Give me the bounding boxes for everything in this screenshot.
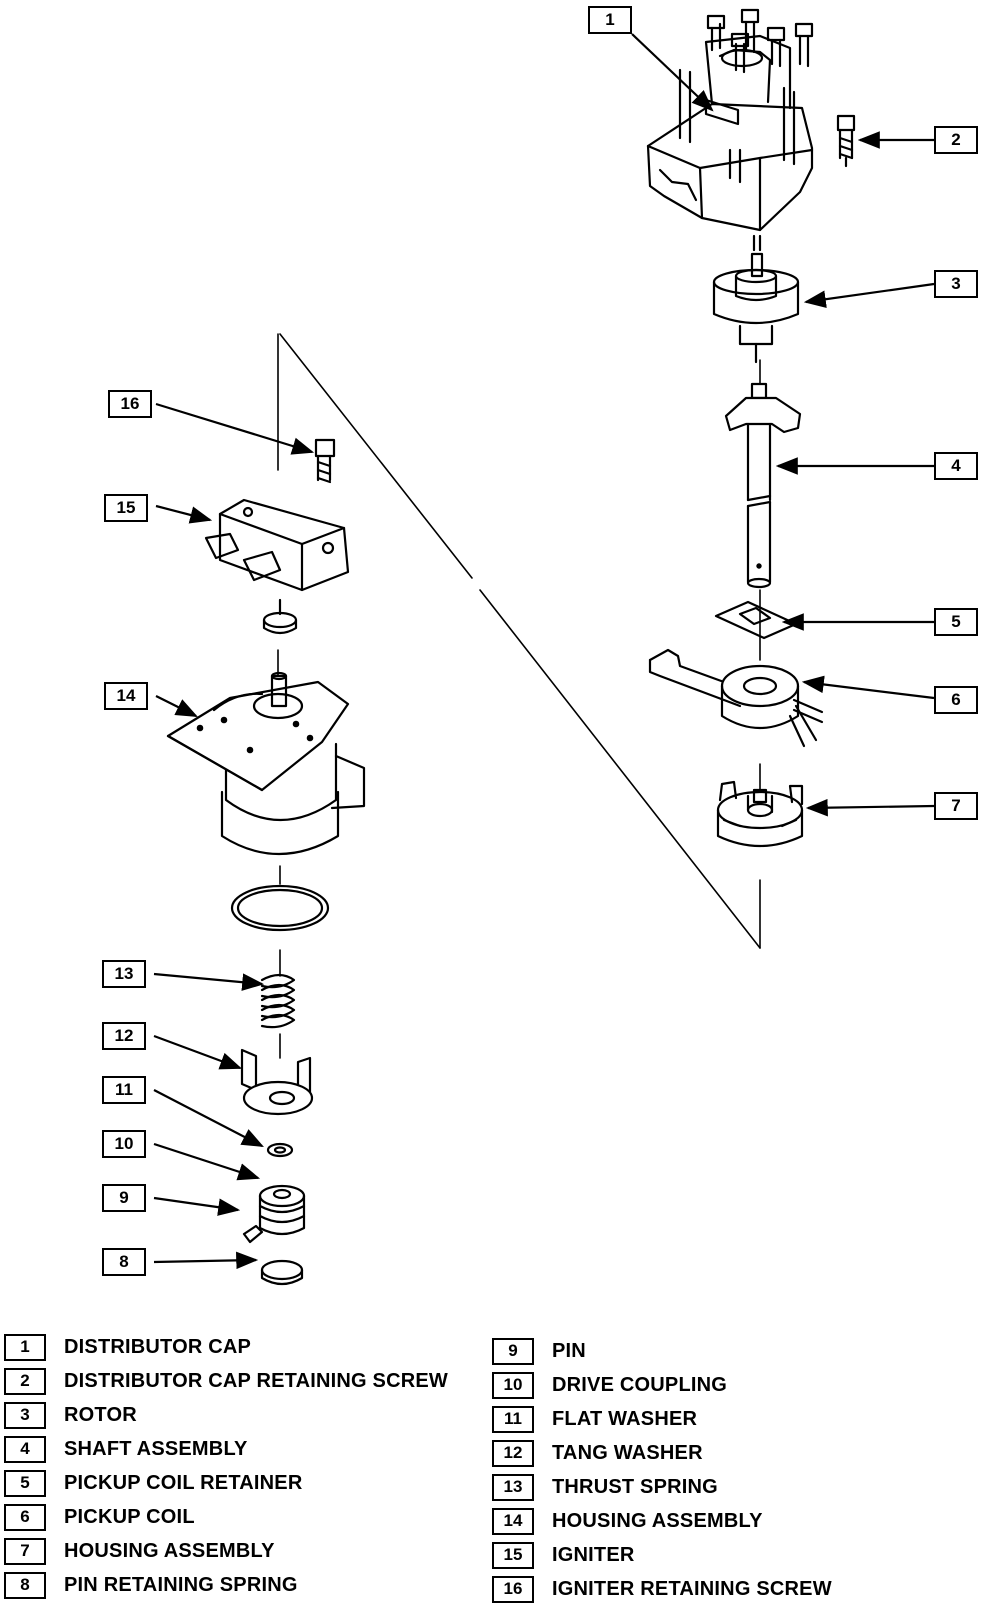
igniter-part (204, 498, 350, 616)
leader-13 (153, 972, 265, 991)
legend-label: HOUSING ASSEMBLY (552, 1509, 763, 1532)
legend-item: 13 THRUST SPRING (492, 1470, 832, 1504)
legend-item: 15 IGNITER (492, 1538, 832, 1572)
legend-label: DRIVE COUPLING (552, 1373, 728, 1396)
legend-label: DISTRIBUTOR CAP (64, 1335, 252, 1358)
legend-number: 10 (492, 1371, 534, 1399)
legend-number: 14 (492, 1507, 534, 1535)
legend-number: 5 (4, 1469, 46, 1497)
legend-number: 12 (492, 1439, 534, 1467)
exploded-distributor-diagram (153, 8, 935, 1286)
bushing-part (262, 611, 298, 677)
leader-1 (631, 33, 714, 112)
callout-4: 4 (934, 452, 978, 480)
leader-10 (153, 1142, 261, 1181)
legend-item: 5 PICKUP COIL RETAINER (4, 1466, 448, 1500)
callout-8: 8 (102, 1248, 146, 1276)
legend-label: IGNITER (552, 1543, 635, 1566)
leader-6 (801, 675, 935, 700)
callout-10: 10 (102, 1130, 146, 1158)
legend-number: 15 (492, 1541, 534, 1569)
legend-item: 14 HOUSING ASSEMBLY (492, 1504, 832, 1538)
legend-number: 1 (4, 1333, 46, 1361)
igniter-retaining-screw-part (314, 438, 336, 484)
callout-3: 3 (934, 270, 978, 298)
legend-item: 8 PIN RETAINING SPRING (4, 1568, 448, 1602)
callout-1: 1 (588, 6, 632, 34)
callout-13: 13 (102, 960, 146, 988)
legend-number: 9 (492, 1337, 534, 1365)
leader-3 (803, 282, 935, 308)
legend-number: 11 (492, 1405, 534, 1433)
legend-item: 9 PIN (492, 1334, 832, 1368)
legend-label: DISTRIBUTOR CAP RETAINING SCREW (64, 1369, 448, 1392)
callout-2: 2 (934, 126, 978, 154)
legend-number: 8 (4, 1571, 46, 1599)
pickup-coil-part (648, 648, 824, 748)
o-ring-part (230, 884, 330, 932)
legend-label: TANG WASHER (552, 1441, 703, 1464)
legend-label: SHAFT ASSEMBLY (64, 1437, 248, 1460)
callout-6: 6 (934, 686, 978, 714)
legend-item: 2 DISTRIBUTOR CAP RETAINING SCREW (4, 1364, 448, 1398)
legend-label: IGNITER RETAINING SCREW (552, 1577, 832, 1600)
legend-number: 4 (4, 1435, 46, 1463)
pin-part (242, 1224, 264, 1244)
legend-item: 1 DISTRIBUTOR CAP (4, 1330, 448, 1364)
housing-assembly-left-part (166, 671, 366, 885)
legend-number: 13 (492, 1473, 534, 1501)
legend-item: 6 PICKUP COIL (4, 1500, 448, 1534)
legend-item: 10 DRIVE COUPLING (492, 1368, 832, 1402)
legend-label: PIN RETAINING SPRING (64, 1573, 298, 1596)
leader-15 (155, 504, 213, 524)
leader-9 (153, 1196, 241, 1216)
leader-11 (153, 1089, 264, 1148)
legend-item: 4 SHAFT ASSEMBLY (4, 1432, 448, 1466)
rotor-part (712, 252, 800, 364)
leader-16 (155, 402, 315, 455)
legend-label: HOUSING ASSEMBLY (64, 1539, 275, 1562)
legend-item: 7 HOUSING ASSEMBLY (4, 1534, 448, 1568)
callout-14: 14 (104, 682, 148, 710)
leader-14 (155, 695, 198, 717)
thrust-spring-part (260, 973, 296, 1059)
legend-number: 3 (4, 1401, 46, 1429)
housing-assembly-right-part (716, 780, 804, 848)
legend-number: 16 (492, 1575, 534, 1603)
legend-label: PICKUP COIL RETAINER (64, 1471, 303, 1494)
callout-11: 11 (102, 1076, 146, 1104)
pin-retaining-spring-part (260, 1259, 304, 1281)
callout-5: 5 (934, 608, 978, 636)
legend-number: 7 (4, 1537, 46, 1565)
callout-7: 7 (934, 792, 978, 820)
legend-label: FLAT WASHER (552, 1407, 698, 1430)
legend-label: THRUST SPRING (552, 1475, 718, 1498)
legend-item: 11 FLAT WASHER (492, 1402, 832, 1436)
legend-label: PIN (552, 1339, 586, 1362)
cap-retaining-screw-part (836, 114, 856, 168)
legend-left: 1 DISTRIBUTOR CAP 2 DISTRIBUTOR CAP RETAIN… (4, 1330, 448, 1602)
drive-coupling-part (258, 1184, 306, 1236)
legend-right: 9 PIN 10 DRIVE COUPLING 11 FLAT WASHER 12 TA… (492, 1334, 832, 1606)
leader-8 (153, 1251, 259, 1270)
legend-item: 16 IGNITER RETAINING SCREW (492, 1572, 832, 1606)
leader-7 (805, 798, 935, 817)
callout-12: 12 (102, 1022, 146, 1050)
legend-item: 3 ROTOR (4, 1398, 448, 1432)
legend-number: 6 (4, 1503, 46, 1531)
pickup-coil-retainer-part (714, 600, 798, 640)
shaft-assembly-part (724, 382, 802, 589)
legend-number: 2 (4, 1367, 46, 1395)
callout-15: 15 (104, 494, 148, 522)
distributor-cap-part (646, 8, 814, 252)
legend-label: PICKUP COIL (64, 1505, 195, 1528)
callout-16: 16 (108, 390, 152, 418)
reference-line-diagonal (279, 333, 473, 579)
legend-label: ROTOR (64, 1403, 137, 1426)
tang-washer-part (240, 1048, 314, 1116)
callout-9: 9 (102, 1184, 146, 1212)
legend-item: 12 TANG WASHER (492, 1436, 832, 1470)
leader-12 (153, 1034, 243, 1070)
flat-washer-part (266, 1142, 294, 1158)
